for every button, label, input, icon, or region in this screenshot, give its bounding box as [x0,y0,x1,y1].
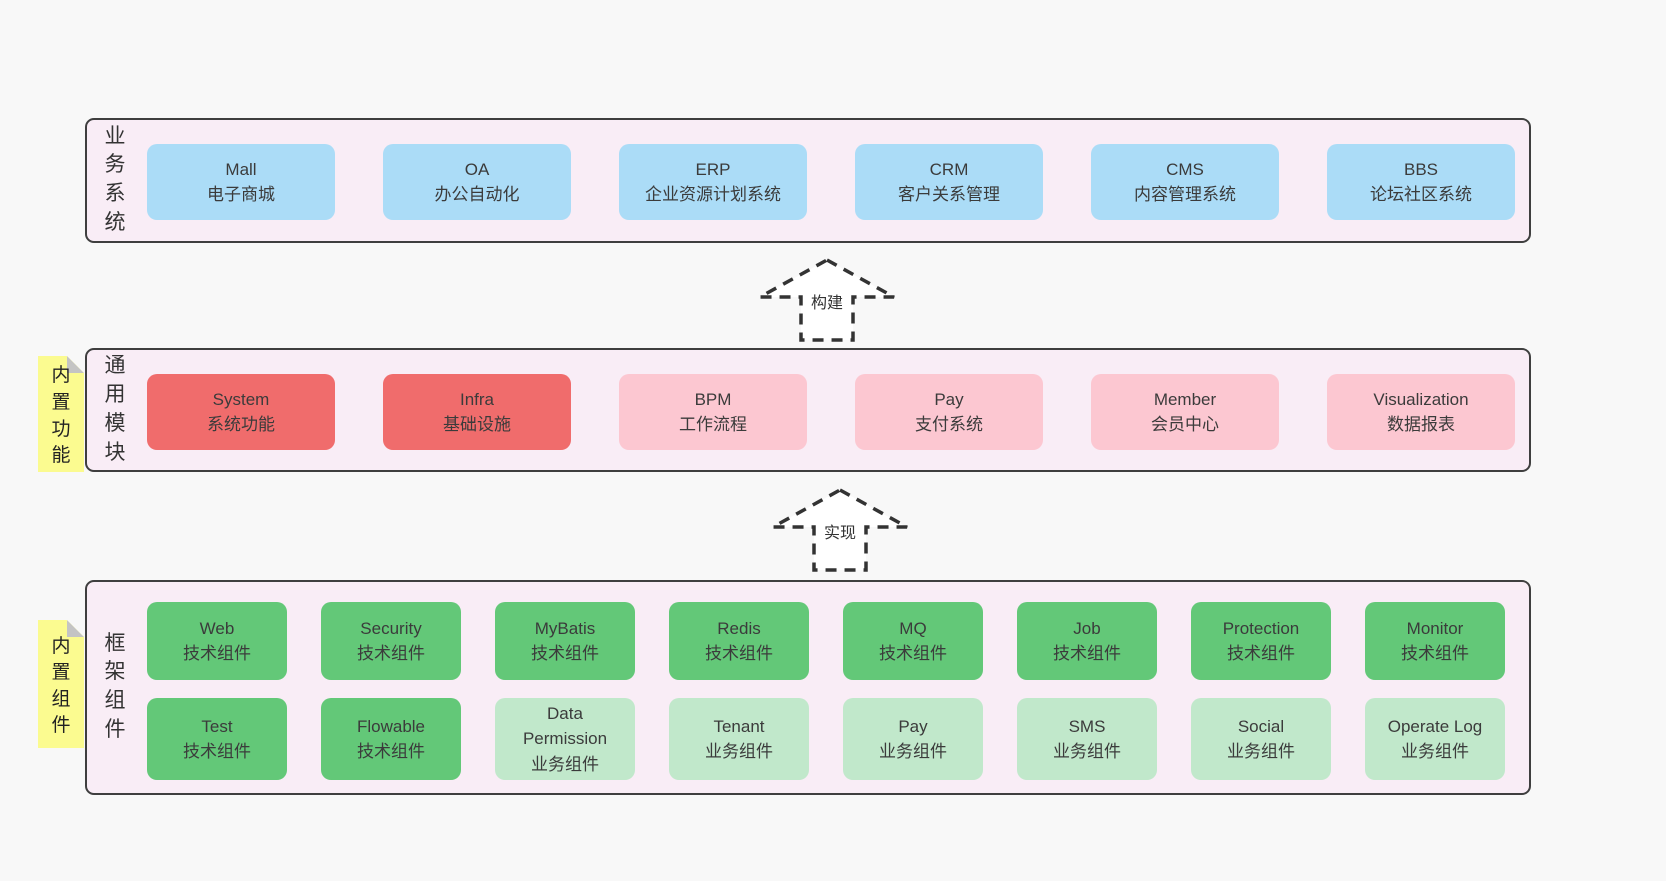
band-modules-label: 通用模块 [104,354,126,464]
box-title: Job [1073,618,1101,638]
box-title: System [212,389,270,409]
box-title: Data Permission [522,703,608,749]
band-business-systems: 业务系统 Mall 电子商城 OA 办公自动化 ERP 企业资源计划系统 CRM… [85,118,1531,243]
box-subtitle: 内容管理系统 [1134,185,1236,204]
box-subtitle: 业务组件 [1053,742,1121,761]
box-mall: Mall 电子商城 [147,144,335,220]
box-erp: ERP 企业资源计划系统 [619,144,807,220]
box-operate-log: Operate Log 业务组件 [1365,698,1505,780]
box-crm: CRM 客户关系管理 [855,144,1043,220]
box-subtitle: 业务组件 [879,742,947,761]
box-title: MQ [899,618,927,638]
band-framework-components: 框架组件 Web 技术组件 Security 技术组件 MyBatis 技术组件… [85,580,1531,795]
box-subtitle: 基础设施 [443,415,511,434]
box-title: Pay [934,389,964,409]
box-cms: CMS 内容管理系统 [1091,144,1279,220]
box-monitor: Monitor 技术组件 [1365,602,1505,680]
box-subtitle: 业务组件 [1401,742,1469,761]
box-subtitle: 电子商城 [207,185,275,204]
box-title: Infra [459,389,495,409]
box-subtitle: 业务组件 [1227,742,1295,761]
box-pay-component: Pay 业务组件 [843,698,983,780]
box-title: Flowable [356,716,426,736]
box-title: MyBatis [534,618,596,638]
box-title: SMS [1068,716,1106,736]
box-test: Test 技术组件 [147,698,287,780]
band-common-modules: 通用模块 System 系统功能 Infra 基础设施 BPM 工作流程 Pay… [85,348,1531,472]
box-security: Security 技术组件 [321,602,461,680]
box-title: Member [1153,389,1217,409]
box-web: Web 技术组件 [147,602,287,680]
box-subtitle: 办公自动化 [434,185,520,204]
box-title: BBS [1403,159,1439,179]
box-title: Social [1237,716,1285,736]
box-title: Redis [717,618,761,638]
box-title: OA [464,159,490,179]
box-title: Visualization [1373,389,1469,409]
box-sms: SMS 业务组件 [1017,698,1157,780]
box-title: CMS [1166,159,1204,179]
box-infra: Infra 基础设施 [383,374,571,450]
sticky-note-built-in-components: 内置组件 [38,620,84,748]
band-components-label: 框架组件 [104,631,126,742]
note-text: 内置组件 [51,635,71,737]
box-title: Security [360,618,422,638]
box-bbs: BBS 论坛社区系统 [1327,144,1515,220]
box-subtitle: 客户关系管理 [898,185,1000,204]
box-pay-system: Pay 支付系统 [855,374,1043,450]
box-member: Member 会员中心 [1091,374,1279,450]
box-oa: OA 办公自动化 [383,144,571,220]
arrow-implement: 实现 [770,487,910,573]
box-subtitle: 技术组件 [879,644,947,663]
box-mq: MQ 技术组件 [843,602,983,680]
box-title: BPM [694,389,732,409]
box-subtitle: 技术组件 [183,644,251,663]
box-subtitle: 数据报表 [1387,415,1455,434]
box-title: Tenant [713,716,765,736]
box-protection: Protection 技术组件 [1191,602,1331,680]
box-title: Test [201,716,233,736]
box-title: Web [199,618,235,638]
box-subtitle: 会员中心 [1151,415,1219,434]
box-subtitle: 业务组件 [705,742,773,761]
box-title: Monitor [1406,618,1464,638]
box-title: Pay [898,716,928,736]
box-job: Job 技术组件 [1017,602,1157,680]
arrow-build-label: 构建 [807,289,847,313]
band-business-label: 业务系统 [104,124,126,235]
box-subtitle: 技术组件 [1053,644,1121,663]
box-social: Social 业务组件 [1191,698,1331,780]
box-system: System 系统功能 [147,374,335,450]
box-subtitle: 业务组件 [531,754,599,774]
box-tenant: Tenant 业务组件 [669,698,809,780]
box-subtitle: 技术组件 [1227,644,1295,663]
box-subtitle: 技术组件 [357,742,425,761]
box-subtitle: 技术组件 [1401,644,1469,663]
box-title: ERP [695,159,731,179]
box-subtitle: 支付系统 [915,415,983,434]
box-redis: Redis 技术组件 [669,602,809,680]
box-subtitle: 企业资源计划系统 [645,185,781,204]
box-subtitle: 技术组件 [357,644,425,663]
arrow-build: 构建 [757,257,897,343]
box-subtitle: 技术组件 [531,644,599,663]
arrow-implement-label: 实现 [820,519,860,543]
sticky-note-built-in-functions: 内置功能 [38,356,84,472]
box-subtitle: 技术组件 [183,742,251,761]
box-title: Protection [1222,618,1300,638]
box-mybatis: MyBatis 技术组件 [495,602,635,680]
box-subtitle: 工作流程 [679,415,747,434]
box-title: Operate Log [1387,716,1483,736]
note-text: 内置功能 [51,365,71,466]
box-subtitle: 系统功能 [207,415,275,434]
box-data-permission: Data Permission 业务组件 [495,698,635,780]
box-subtitle: 论坛社区系统 [1370,185,1472,204]
box-visualization: Visualization 数据报表 [1327,374,1515,450]
box-flowable: Flowable 技术组件 [321,698,461,780]
box-bpm: BPM 工作流程 [619,374,807,450]
box-subtitle: 技术组件 [705,644,773,663]
box-title: CRM [929,159,969,179]
box-title: Mall [225,159,257,179]
